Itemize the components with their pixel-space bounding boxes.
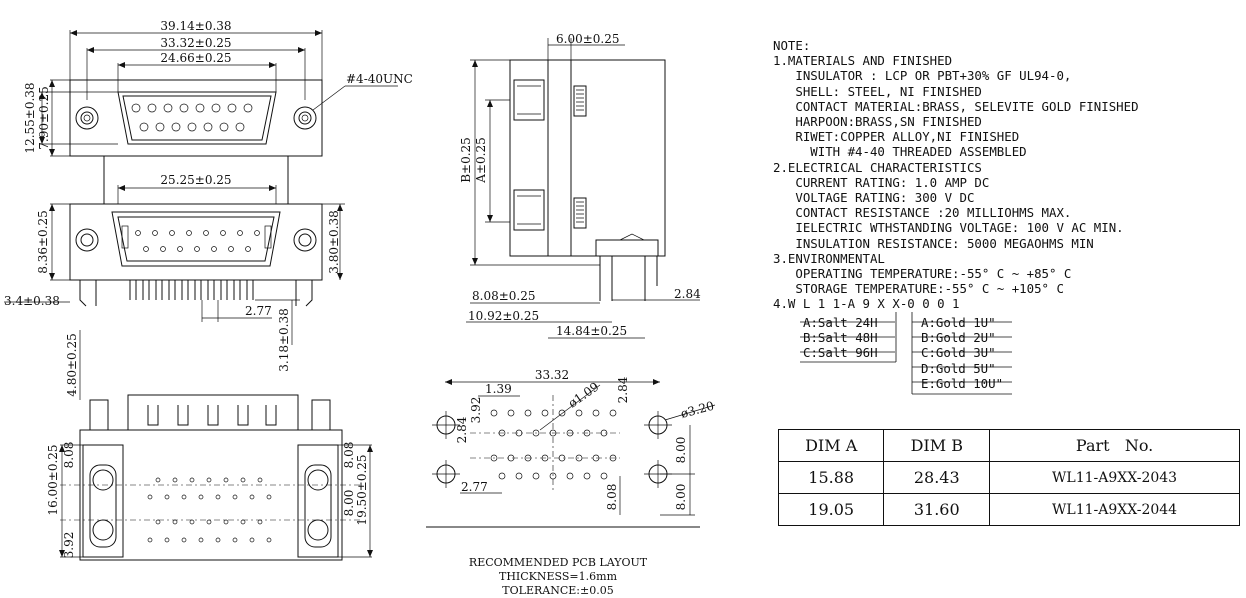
dim-480: 4.80±0.25 [65, 333, 79, 397]
dim-shell: 24.66±0.25 [160, 51, 231, 65]
gold-code: A:Gold 1U" [921, 315, 996, 330]
dim-height-outer: 12.55±0.38 [23, 82, 37, 153]
screw-left [75, 106, 99, 130]
note-line: SHELL: STEEL, NI FINISHED [773, 83, 982, 99]
notes-title: NOTE: [773, 38, 811, 53]
note-line: OPERATING TEMPERATURE:-55° C ~ +85° C [773, 266, 1072, 282]
note-line: WITH #4-40 THREADED ASSEMBLED [773, 144, 1027, 160]
gold-code: D:Gold 5U" [921, 360, 996, 376]
pcb-dim-277: 2.77 [461, 480, 488, 494]
dim-top: 6.00±0.25 [556, 32, 620, 46]
front-pin-row-1 [131, 103, 253, 113]
bottom-pin-grid [147, 477, 272, 543]
pcb-dim-392: 3.92 [469, 397, 483, 424]
side-view: 6.00±0.25 B±0.25 A±0.25 2.84 8.08±0.25 1… [459, 32, 701, 339]
gold-codes: A:Gold 1U" B:Gold 2U" C:Gold 3U" D:Gold … [921, 315, 1003, 391]
pcb-dim-3332: 33.32 [535, 368, 569, 382]
dim-pitch: 2.77 [245, 304, 272, 318]
pcb-dim-800b: 8.00 [674, 484, 688, 511]
dim-b: B±0.25 [459, 137, 473, 183]
note-line: IELECTRIC WTHSTANDING VOLTAGE: 100 V AC … [773, 220, 1124, 236]
gold-code: B:Gold 2U" [921, 330, 996, 346]
table-header-row: DIM A DIM B Part No. [777, 429, 1240, 462]
dim-1600: 16.00±0.25 [46, 444, 60, 515]
cell-part-no: WL11-A9XX-2043 [989, 461, 1240, 494]
note-line: VOLTAGE RATING: 300 V DC [773, 190, 975, 206]
salt-codes: A:Salt 24H B:Salt 48H C:Salt 96H [803, 315, 878, 361]
thread-label: #4-40UNC [346, 72, 413, 86]
pcb-note-line-1: RECOMMENDED PCB LAYOUT THICKNESS=1.6mm [468, 556, 648, 583]
salt-code: A:Salt 24H [803, 315, 878, 330]
note-line: INSULATION RESISTANCE: 5000 MEGAOHMS MIN [773, 235, 1094, 251]
pcb-dim-808: 8.08 [605, 484, 619, 511]
front-view: 39.14±0.38 33.32±0.25 24.66±0.25 [4, 19, 413, 372]
cell-dim-b: 28.43 [883, 461, 991, 494]
table-row: 15.88 28.43 WL11-A9XX-2043 [777, 461, 1240, 494]
note-line: 2.ELECTRICAL CHARACTERISTICS [773, 159, 982, 175]
note-line: 3.ENVIRONMENTAL [773, 250, 885, 266]
note-line: 4.W L 1 1-A 9 X X-0 0 0 1 [773, 296, 960, 312]
note-line: CONTACT RESISTANCE :20 MILLIOHMS MAX. [773, 205, 1072, 221]
note-line: INSULATOR : LCP OR PBT+30% GF UL94-0, [773, 68, 1072, 84]
dim-lower-height: 8.36±0.25 [36, 210, 50, 274]
dim-1484: 14.84±0.25 [556, 324, 627, 338]
screw-right [293, 106, 317, 130]
dim-1950: 19.50±0.25 [355, 454, 369, 525]
notes-block: NOTE: 1.MATERIALS AND FINISHED INSULATOR… [773, 38, 1139, 312]
dim-392: 3.92 [62, 532, 76, 559]
note-line: RIWET:COPPER ALLOY,NI FINISHED [773, 129, 1020, 145]
dim-lower-right: 3.80±0.38 [327, 210, 341, 274]
dim-lower-shell: 25.25±0.25 [160, 173, 231, 187]
salt-code: B:Salt 48H [803, 330, 878, 346]
header-dim-a: DIM A [777, 429, 885, 462]
dim-808b: 8.08 [342, 442, 356, 469]
dim-offset: 3.4±0.38 [4, 294, 60, 308]
gold-code: E:Gold 10U" [921, 375, 1004, 391]
header-part-no: Part No. [989, 429, 1240, 462]
note-line: 1.MATERIALS AND FINISHED [773, 53, 953, 69]
dim-1092: 10.92±0.25 [468, 309, 539, 323]
dim-mount: 33.32±0.25 [160, 36, 231, 50]
cell-dim-a: 19.05 [777, 493, 885, 526]
dim-a: A±0.25 [474, 137, 488, 183]
dim-pin-len: 3.18±0.38 [277, 308, 291, 372]
dim-height-inner: 7.90±0.25 [37, 86, 51, 150]
pcb-note-line-2: TOLERANCE:±0.05 [502, 584, 614, 597]
salt-code: C:Salt 96H [803, 345, 878, 361]
front-pin-row-2 [139, 122, 245, 132]
pcb-dim-139: 1.39 [485, 382, 512, 396]
note-line: CURRENT RATING: 1.0 AMP DC [773, 174, 990, 190]
lower-pin-row-1 [135, 230, 260, 236]
note-line: CONTACT MATERIAL:BRASS, SELEVITE GOLD FI… [773, 98, 1139, 114]
pcb-dim-284a: 2.84 [616, 376, 630, 403]
pcb-note: RECOMMENDED PCB LAYOUT THICKNESS=1.6mm T… [428, 556, 688, 598]
part-table: DIM A DIM B Part No. 15.88 28.43 WL11-A9… [777, 429, 1240, 526]
bottom-view: 4.80±0.25 16.00±0.25 8.08 3.92 19.50±0.2… [46, 330, 373, 561]
header-dim-b: DIM B [883, 429, 991, 462]
note-line: HARPOON:BRASS,SN FINISHED [773, 114, 982, 130]
cell-dim-b: 31.60 [883, 493, 991, 526]
dim-800: 8.00 [342, 490, 356, 517]
dim-right: 2.84 [674, 287, 701, 301]
table-row: 19.05 31.60 WL11-A9XX-2044 [777, 493, 1240, 526]
gold-code: C:Gold 3U" [921, 345, 996, 361]
cell-part-no: WL11-A9XX-2044 [989, 493, 1240, 526]
dim-overall: 39.14±0.38 [160, 19, 231, 33]
pcb-dim-800a: 8.00 [674, 437, 688, 464]
note-line: STORAGE TEMPERATURE:-55° C ~ +105° C [773, 281, 1064, 297]
cell-dim-a: 15.88 [777, 461, 885, 494]
dim-808: 8.08±0.25 [472, 289, 536, 303]
lower-pin-row-2 [143, 246, 251, 252]
dim-808a: 8.08 [62, 442, 76, 469]
solder-pins [79, 280, 313, 307]
pcb-dim-284b: 2.84 [455, 416, 469, 443]
